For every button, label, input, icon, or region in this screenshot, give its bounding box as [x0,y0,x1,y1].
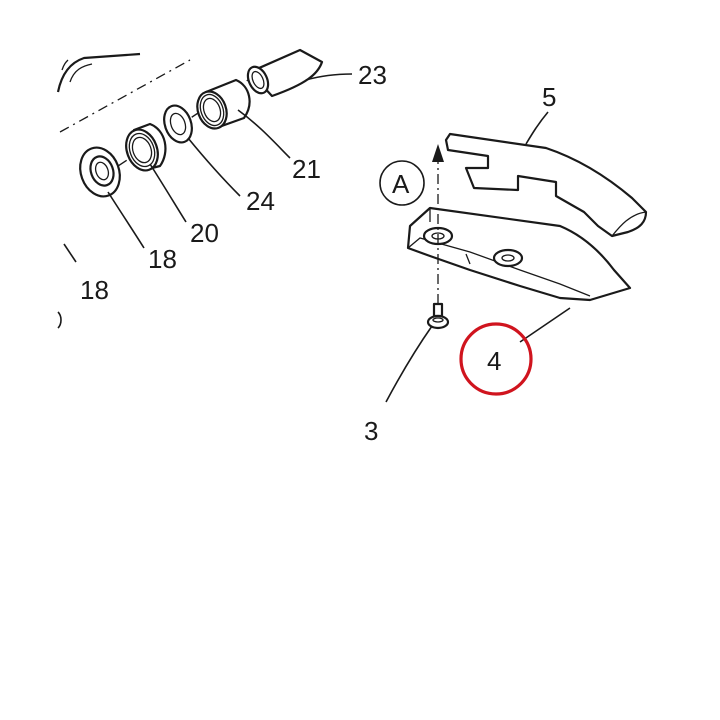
part-18-flanged-bushing [79,146,121,198]
part-4-blade [406,206,632,302]
label-24: 24 [246,186,275,216]
edge-mark [63,243,77,263]
leader-21 [237,109,291,159]
highlight-ring [459,322,533,396]
leader-24 [187,137,241,197]
callout-A-circle [379,160,425,206]
label-18-lower: 18 [80,275,109,305]
part-24-washer [163,104,193,144]
leader-5 [525,111,549,145]
label-18-upper: 18 [148,244,177,274]
leader-3 [385,325,433,403]
label-5: 5 [542,82,556,112]
leader-23 [305,73,353,81]
label-A: A [392,169,410,199]
label-4: 4 [487,346,501,376]
label-21: 21 [292,154,321,184]
part-20-bearing [125,122,167,172]
housing-fragment [56,52,191,133]
leader-4 [519,307,571,343]
leader-20 [149,163,187,223]
part-21-bushing [196,78,251,130]
label-23: 23 [358,60,387,90]
edge-mark [57,311,62,329]
label-3: 3 [364,416,378,446]
part-23-shaft [246,48,324,98]
part-5-plate [444,132,648,238]
axis-arrow-A [432,144,444,304]
leader-18a [107,191,145,249]
part-3-screw [426,302,450,330]
label-20: 20 [190,218,219,248]
